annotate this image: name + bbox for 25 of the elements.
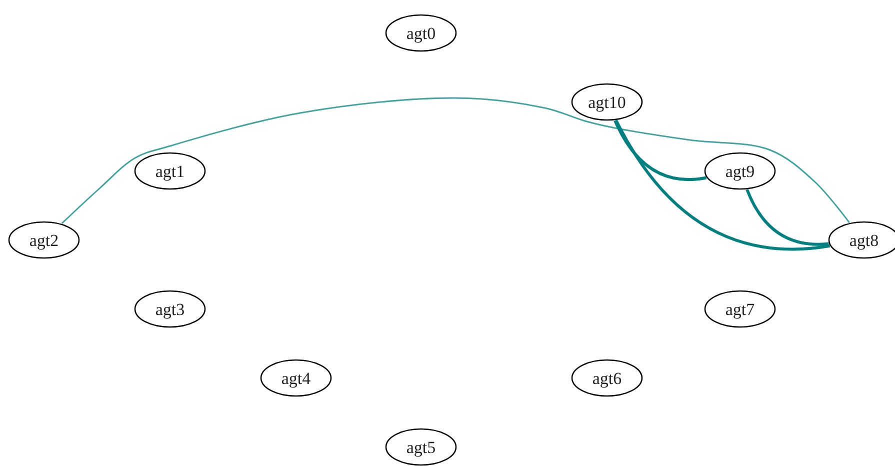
connector-line <box>614 120 707 182</box>
ellipse-node <box>134 152 206 190</box>
connector-line <box>746 189 829 246</box>
connector-line <box>614 120 830 251</box>
ellipse-node <box>571 359 643 397</box>
node-label: agt1 <box>155 162 185 180</box>
ellipse-node <box>385 428 457 466</box>
ellipse-node <box>571 83 643 121</box>
node-label: agt10 <box>588 94 626 110</box>
node-label: agt8 <box>849 232 879 248</box>
node-label: agt9 <box>725 162 755 180</box>
node-label: agt7 <box>725 300 755 318</box>
connector-line <box>61 97 850 224</box>
node-label: agt0 <box>406 24 436 42</box>
node-label: agt3 <box>155 300 185 318</box>
ellipse-node <box>134 290 206 328</box>
ellipse-node <box>385 14 457 52</box>
ellipse-node <box>8 221 80 259</box>
ellipse-node <box>260 359 332 397</box>
node-label: agt4 <box>281 370 311 386</box>
node-label: agt5 <box>406 438 436 456</box>
node-label: agt2 <box>29 232 59 248</box>
ellipse-node <box>704 290 776 328</box>
node-label: agt6 <box>592 370 622 386</box>
ellipse-node <box>704 152 776 190</box>
